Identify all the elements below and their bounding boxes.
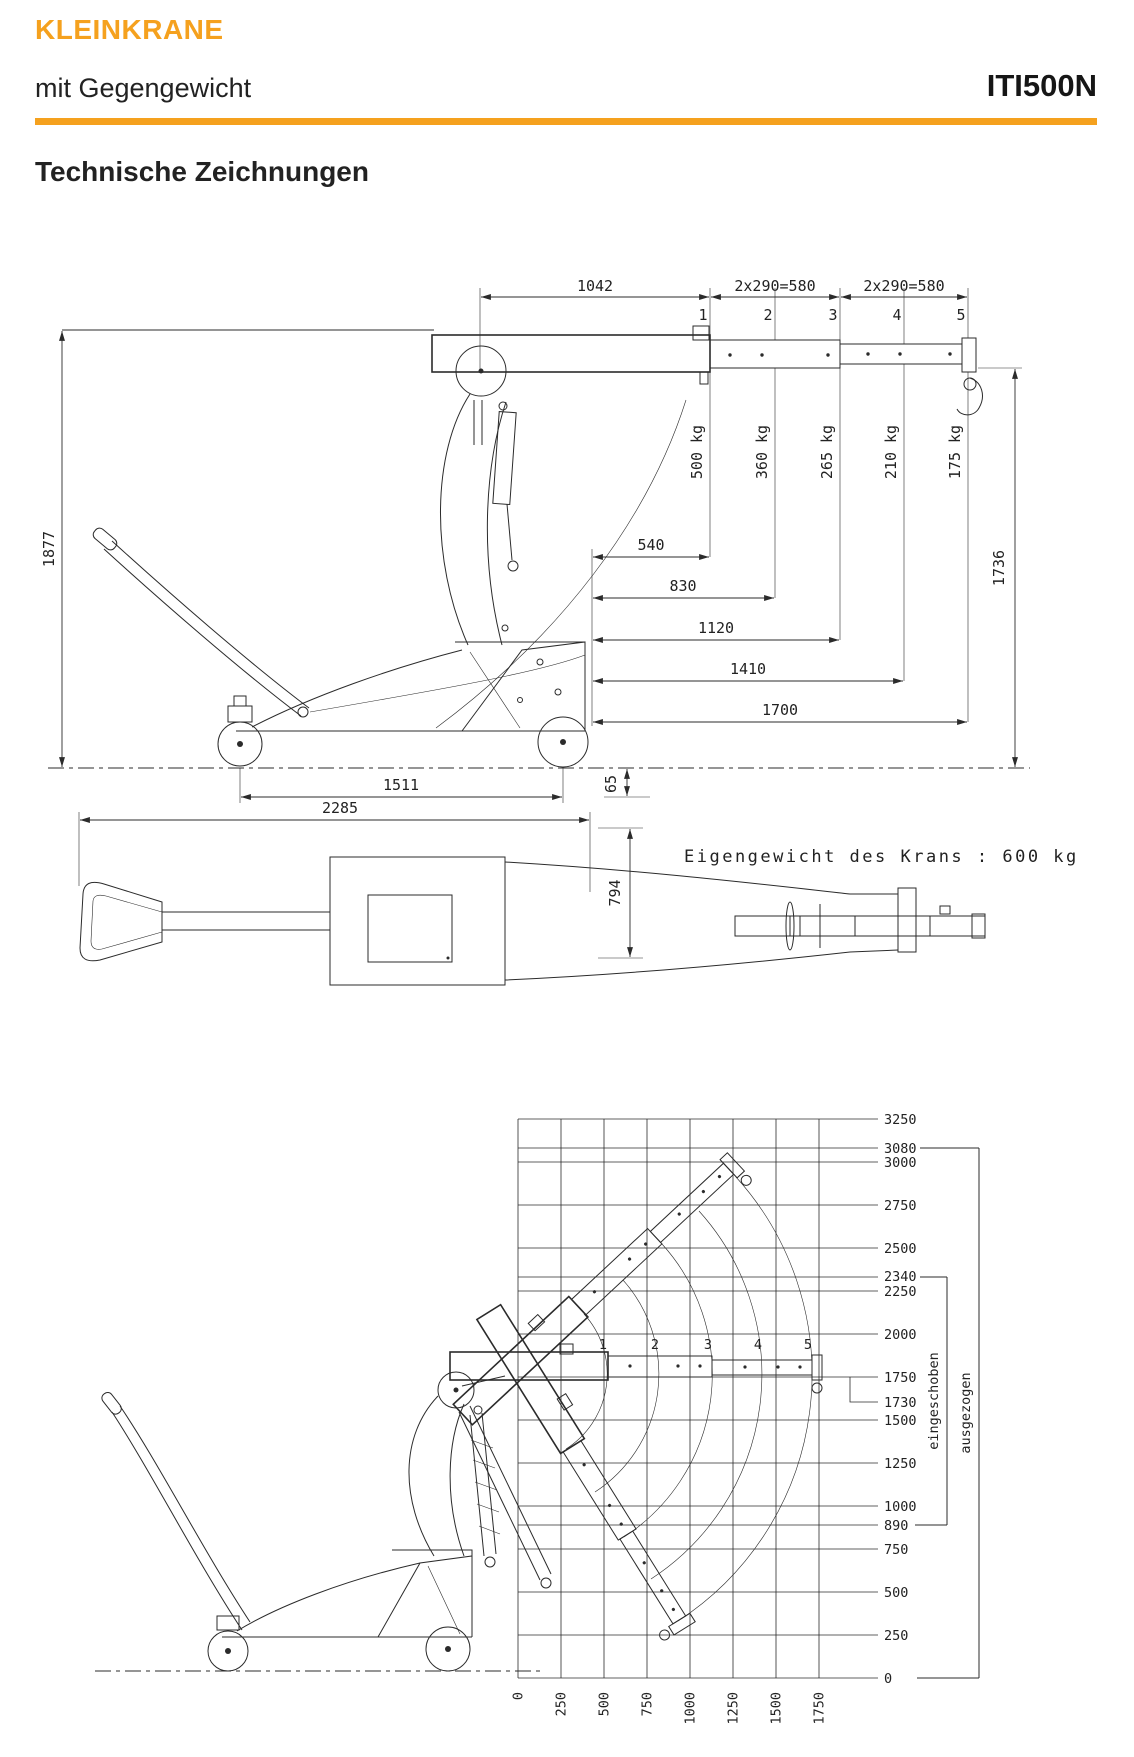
position-label-2: 2 xyxy=(763,306,772,324)
y-tick-label: 890 xyxy=(884,1518,908,1534)
position-label-3: 3 xyxy=(828,306,837,324)
capacity-pos5: 175 kg xyxy=(946,425,964,479)
position-label-5: 5 xyxy=(956,306,965,324)
dim-hook-height: 1736 xyxy=(990,550,1008,586)
chart-position-3: 3 xyxy=(704,1337,712,1353)
dim-width: 794 xyxy=(606,879,624,906)
y-tick-label: 2250 xyxy=(884,1284,917,1300)
reach-dim-3: 1120 xyxy=(698,619,734,637)
capacity-pos3: 265 kg xyxy=(818,425,836,479)
grid-vertical-lines xyxy=(517,1119,820,1678)
y-tick-label: 3080 xyxy=(884,1141,917,1157)
page-header: KLEINKRANE mit Gegengewicht ITI500N xyxy=(35,14,1097,125)
chart-position-2: 2 xyxy=(651,1337,659,1353)
hook-icon xyxy=(956,377,983,416)
dim-boom-base: 1042 xyxy=(577,277,613,295)
y-tick-label: 1750 xyxy=(884,1370,917,1386)
reach-crane-body xyxy=(95,1371,552,1672)
reach-dim-2: 830 xyxy=(669,577,696,595)
extended-range-label: ausgezogen xyxy=(958,1372,974,1453)
capacity-pos2: 360 kg xyxy=(753,425,771,479)
boom-horizontal xyxy=(449,1343,823,1394)
y-tick-label: 2000 xyxy=(884,1327,917,1343)
y-tick-label: 1250 xyxy=(884,1456,917,1472)
y-tick-label: 1500 xyxy=(884,1413,917,1429)
stroke-range-callouts: eingeschoben ausgezogen xyxy=(915,1147,980,1679)
x-tick-label: 1500 xyxy=(769,1692,785,1725)
x-tick-label: 500 xyxy=(597,1692,613,1716)
x-axis-labels: 0 250 500 750 1000 1250 1500 1750 xyxy=(511,1692,828,1725)
retracted-range-label: eingeschoben xyxy=(926,1352,942,1450)
y-tick-label: 3000 xyxy=(884,1155,917,1171)
dim-wheelbase: 1511 xyxy=(383,776,419,794)
y-axis-labels: 3250 3080 3000 2750 2500 2340 2250 2000 … xyxy=(884,1112,917,1687)
dim-overall-height: 1877 xyxy=(40,531,58,567)
reach-dim-5: 1700 xyxy=(762,701,798,719)
y-tick-label: 250 xyxy=(884,1628,908,1644)
capacity-pos1: 500 kg xyxy=(688,425,706,479)
y-tick-label: 1000 xyxy=(884,1499,917,1515)
side-view-drawing: 1877 1042 2x290=580 2x290=580 1 2 3 4 5 xyxy=(40,277,1030,803)
boom-raised xyxy=(447,1143,755,1436)
reach-arcs xyxy=(565,1176,813,1622)
x-tick-label: 250 xyxy=(554,1692,570,1716)
y-tick-label: 2750 xyxy=(884,1198,917,1214)
position-label-1: 1 xyxy=(698,306,707,324)
chart-position-1: 1 xyxy=(599,1337,607,1353)
position-label-4: 4 xyxy=(892,306,901,324)
boom-position-labels: 1 2 3 4 5 xyxy=(599,1337,812,1353)
tiller-handle-top xyxy=(79,881,330,962)
telescopic-boom xyxy=(431,325,983,416)
y-tick-label: 0 xyxy=(884,1671,892,1687)
x-tick-label: 1750 xyxy=(812,1692,828,1725)
subtitle: mit Gegengewicht xyxy=(35,73,252,103)
chart-position-4: 4 xyxy=(754,1337,762,1353)
y-tick-label: 2340 xyxy=(884,1269,917,1285)
accent-rule xyxy=(35,118,1097,125)
technical-drawings-canvas: 1877 1042 2x290=580 2x290=580 1 2 3 4 5 xyxy=(40,277,1079,1725)
counterweight-body-top xyxy=(329,856,917,986)
y-tick-label: 1730 xyxy=(884,1395,917,1411)
grid-horizontal-lines xyxy=(518,1118,878,1679)
reach-dim-4: 1410 xyxy=(730,660,766,678)
crane-weight-note: Eigengewicht des Krans : 600 kg xyxy=(684,847,1079,867)
dim-ext-1: 2x290=580 xyxy=(734,277,815,295)
capacity-pos4: 210 kg xyxy=(882,425,900,479)
x-tick-label: 0 xyxy=(511,1692,527,1700)
model-number: ITI500N xyxy=(986,68,1097,103)
section-title: Technische Zeichnungen xyxy=(35,156,369,187)
category-title: KLEINKRANE xyxy=(35,14,224,45)
x-tick-label: 1250 xyxy=(726,1692,742,1725)
x-tick-label: 1000 xyxy=(683,1692,699,1725)
y-tick-label: 2500 xyxy=(884,1241,917,1257)
dim-ext-2: 2x290=580 xyxy=(863,277,944,295)
boom-top-view xyxy=(734,901,986,951)
reach-dim-1: 540 xyxy=(637,536,664,554)
y-tick-label: 750 xyxy=(884,1542,908,1558)
y-tick-label: 3250 xyxy=(884,1112,917,1128)
crane-body xyxy=(92,345,687,768)
reach-diagram: 3250 3080 3000 2750 2500 2340 2250 2000 … xyxy=(95,1112,980,1725)
chart-position-5: 5 xyxy=(804,1337,812,1353)
x-tick-label: 750 xyxy=(640,1692,656,1716)
dim-overall-length: 2285 xyxy=(322,799,358,817)
dim-ground-clearance: 65 xyxy=(602,775,620,793)
top-view-drawing: 2285 Eigengewicht des Krans : 600 kg xyxy=(78,799,1079,986)
y-tick-label: 500 xyxy=(884,1585,908,1601)
